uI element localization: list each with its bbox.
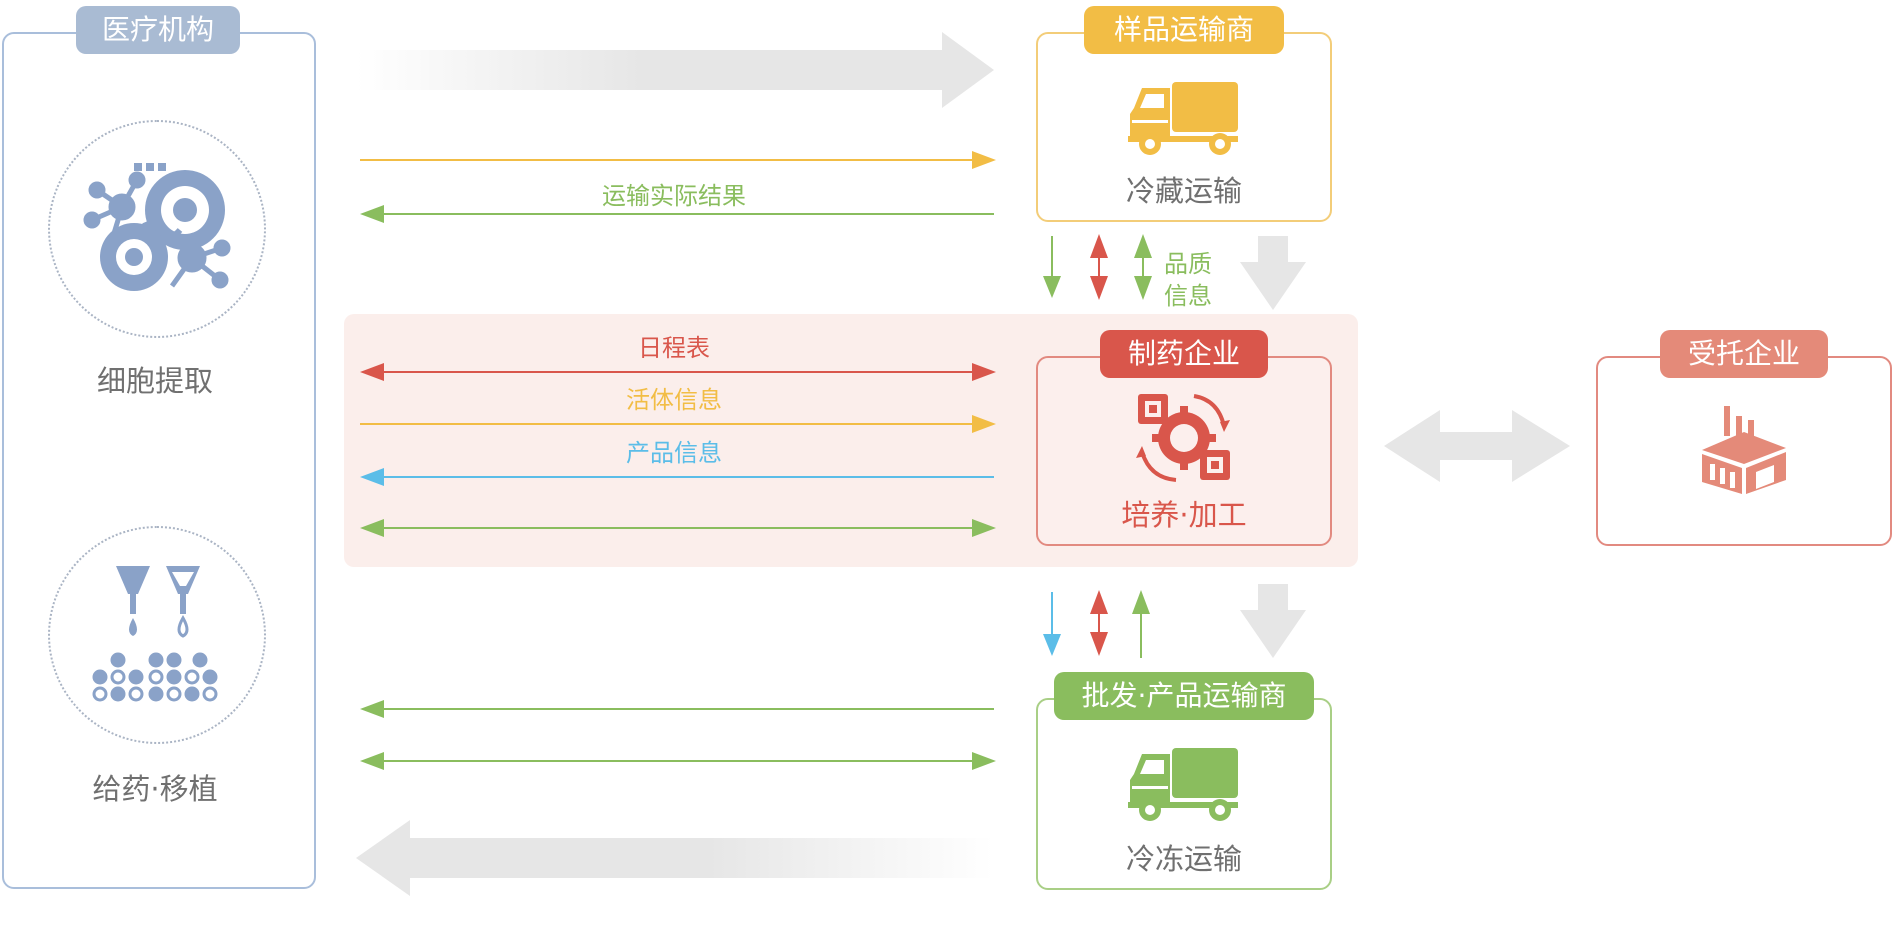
sample-flow-arrow [356,32,994,108]
transport-result-label: 运输实际结果 [602,182,746,210]
pharma-title: 制药企业 [1100,330,1268,378]
consignee-title: 受托企业 [1660,330,1828,378]
quality-info-label-1: 品质 [1164,250,1212,278]
chip-gears-icon [1136,394,1230,482]
product-info-label: 产品信息 [626,439,722,467]
pharma-consignee-arrow [1384,410,1570,482]
truck-icon [1128,748,1238,821]
sample-transport-caption: 冷藏运输 [1125,174,1242,208]
cell-extraction-circle [48,120,266,338]
down-arrow-to-wholesale [1240,584,1306,658]
medical-institution-title: 医疗机构 [76,6,240,54]
down-arrow-to-pharma [1240,236,1306,310]
living-info-label: 活体信息 [626,386,722,414]
cell-extraction-label: 细胞提取 [96,364,213,398]
drip-transplant-icon [92,566,218,702]
truck-icon [1128,82,1238,155]
factory-icon [1702,406,1786,494]
product-return-arrow [356,820,994,896]
administration-label: 给药·移植 [92,772,218,806]
sample-transport-title: 样品运输商 [1084,6,1284,54]
wholesale-caption: 冷冻运输 [1125,842,1242,876]
schedule-label: 日程表 [638,334,710,362]
wholesale-title: 批发·产品运输商 [1054,672,1314,720]
cell-extraction-icon [83,163,231,291]
administration-circle [48,526,266,744]
quality-info-label-2: 信息 [1164,282,1212,310]
pharma-caption: 培养·加工 [1121,498,1247,532]
